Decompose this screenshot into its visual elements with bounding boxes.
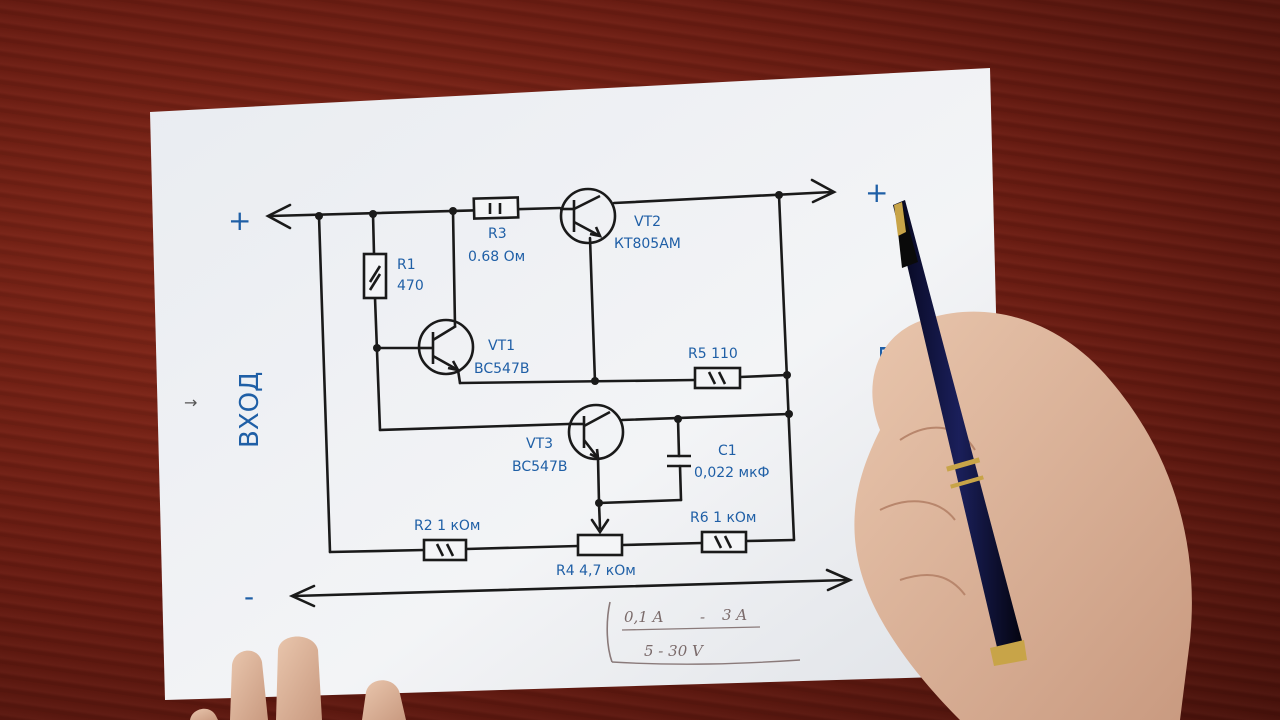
current-min: 0,1 A	[624, 608, 664, 626]
resistor-r6	[700, 530, 748, 554]
resistor-r5	[693, 366, 742, 390]
resistor-r2	[422, 538, 468, 562]
junction-dots	[315, 191, 793, 507]
holding-fingers	[190, 636, 406, 720]
r3-value: 0.68 Ом	[468, 249, 525, 265]
r3-name: R3	[488, 226, 507, 242]
input-label: ВХОД	[235, 372, 265, 448]
dash-separator: -	[700, 608, 705, 626]
r1-name: R1	[397, 257, 416, 273]
capacitor-c1	[667, 454, 691, 468]
resistor-r3	[472, 196, 520, 220]
output-plus-label: +	[865, 176, 888, 209]
handwritten-note: 0,1 A - 3 A 5 - 30 V	[606, 601, 801, 665]
r1-value: 470	[397, 278, 424, 294]
writing-hand	[854, 311, 1192, 720]
vt3-type: BC547B	[512, 459, 567, 475]
vt1-name: VT1	[488, 338, 515, 354]
r5-label: R5 110	[688, 346, 738, 362]
potentiometer-r4	[576, 533, 624, 557]
r4-label: R4 4,7 кОм	[556, 563, 636, 579]
input-arrow-note: →	[184, 393, 197, 412]
vt1-type: BC547B	[474, 361, 529, 377]
transistor-vt1	[417, 318, 475, 376]
vt2-type: КТ805АМ	[614, 236, 681, 252]
input-plus-label: +	[228, 204, 251, 237]
c1-value: 0,022 мкФ	[694, 465, 770, 481]
vt3-name: VT3	[526, 436, 553, 452]
transistor-vt3	[567, 403, 625, 461]
c1-name: C1	[718, 443, 737, 459]
resistor-r1	[362, 252, 388, 300]
voltage-range: 5 - 30 V	[644, 642, 705, 660]
transistor-vt2	[559, 187, 617, 245]
fountain-pen	[893, 200, 1027, 666]
rail-arrowheads	[265, 178, 854, 608]
paper-sheet	[150, 68, 1005, 700]
r6-label: R6 1 кОм	[690, 510, 756, 526]
input-minus-label: -	[244, 580, 254, 613]
vt2-name: VT2	[634, 214, 661, 230]
r2-label: R2 1 кОм	[414, 518, 480, 534]
current-max: 3 A	[722, 606, 747, 624]
